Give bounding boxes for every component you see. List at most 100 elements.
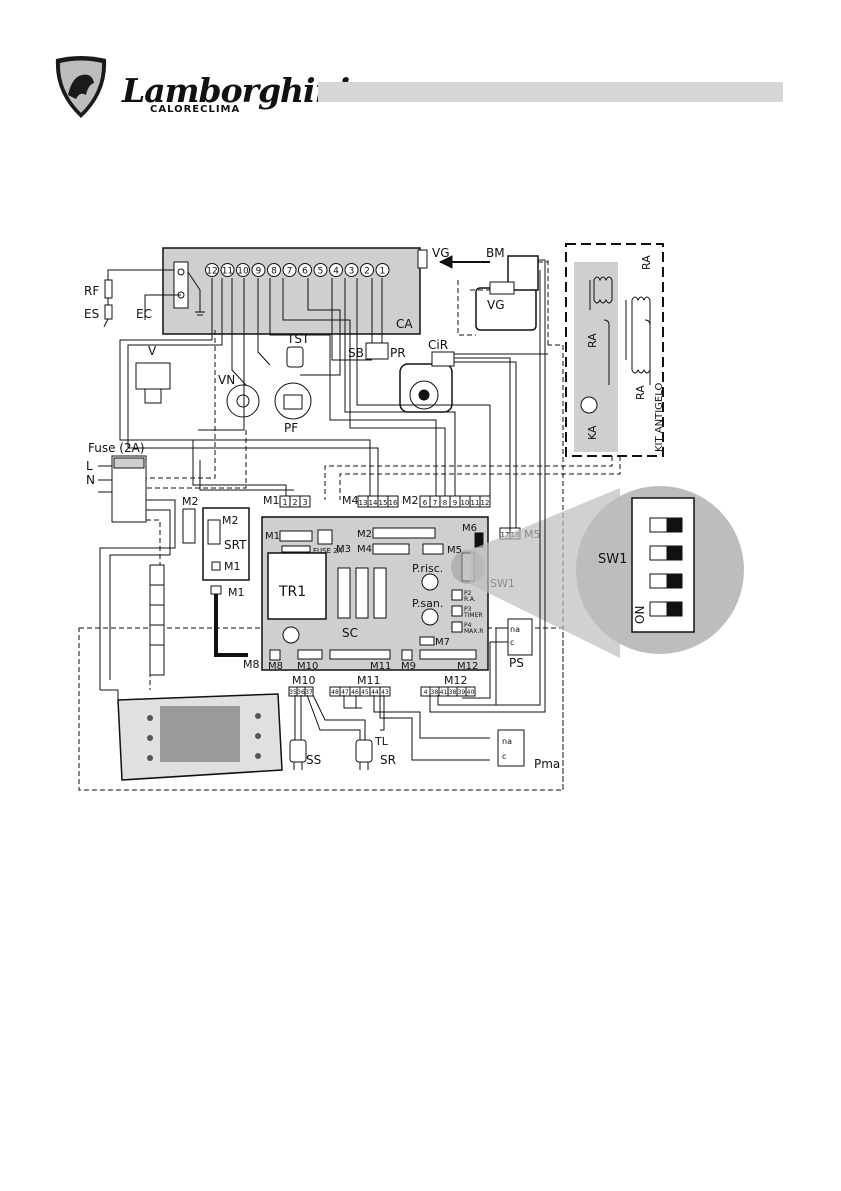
terminal-number: 13 <box>359 499 368 507</box>
label-ss: SS <box>306 753 321 767</box>
ca-terminal-number: 5 <box>318 267 324 277</box>
terminal <box>304 686 314 697</box>
label-m4-top: M4 <box>342 494 359 507</box>
label-p2: P2 <box>464 590 472 597</box>
ca-terminal-number: 6 <box>302 267 308 277</box>
control-box-ca <box>162 247 421 335</box>
label-es: ES <box>84 307 99 321</box>
dip-switch-knob <box>666 573 683 589</box>
ca-terminal <box>220 263 235 277</box>
label-tl: TL <box>374 735 389 748</box>
page-header: Lamborghini CALORECLIMA <box>0 0 841 140</box>
transformer-tr1 <box>267 552 327 620</box>
label-m12-bottom: M12 <box>444 674 468 687</box>
terminal-number: 40 <box>467 689 475 696</box>
label-p4b: MAX.R <box>464 628 483 635</box>
label-kit-antigelo: KIT ANTIGELO <box>654 383 665 452</box>
remote-control-panel <box>117 693 283 781</box>
label-sr: SR <box>380 753 396 767</box>
brand-name: Lamborghini <box>122 71 350 110</box>
label-m2-top: M2 <box>402 494 419 507</box>
label-ra-2: RA <box>586 333 599 348</box>
label-pma-na: na <box>502 737 512 746</box>
label-ca: CA <box>396 317 413 331</box>
ca-terminal-number: 3 <box>349 267 355 277</box>
label-ra-1: RA <box>640 255 653 270</box>
label-pma: Pma <box>534 757 560 771</box>
label-m8-board: M8 <box>268 661 283 672</box>
terminal-number: 43 <box>381 689 389 696</box>
label-m10-bottom: M10 <box>292 674 316 687</box>
label-v: V <box>148 344 157 358</box>
kit-inner-panel <box>574 262 618 452</box>
ca-connector <box>417 249 428 269</box>
label-sw1: SW1 <box>598 552 627 567</box>
dip-switch-knob <box>666 545 683 561</box>
ca-terminal-number: 7 <box>287 267 293 277</box>
terminal-number: 38 <box>431 689 439 696</box>
thermostat-tst <box>286 346 304 368</box>
terminal-number: 17 <box>501 531 510 539</box>
terminal-number: 16 <box>389 499 398 507</box>
label-rf: RF <box>84 284 99 298</box>
heater-ra-1 <box>589 276 613 310</box>
terminal <box>379 686 391 697</box>
label-m7-board: M7 <box>435 637 450 648</box>
ca-terminal <box>375 263 390 277</box>
label-m11-board: M11 <box>370 661 391 672</box>
label-p4: P4 <box>464 622 472 629</box>
label-m4-board: M4 <box>357 544 372 555</box>
pressure-switch-pma <box>497 729 525 767</box>
board-capacitor <box>282 626 300 644</box>
label-m9-board: M9 <box>401 661 416 672</box>
label-m11-bottom: M11 <box>357 674 381 687</box>
sensor-sb-pr <box>365 342 389 360</box>
ca-terminal <box>205 263 219 277</box>
dip-switch-bank <box>649 517 683 617</box>
ca-terminal <box>267 263 281 277</box>
ca-terminal-number: 8 <box>271 267 277 277</box>
label-m10-board: M10 <box>297 661 318 672</box>
label-p3: P3 <box>464 606 472 613</box>
label-p3b: TIMER <box>463 612 483 619</box>
label-fuse2a: FUSE 2A <box>313 547 343 555</box>
srt-cable <box>214 590 248 657</box>
heater-ra-3 <box>603 319 651 385</box>
terminal-number: 48 <box>331 689 339 696</box>
ca-terminal <box>344 263 359 277</box>
terminal-number: 38 <box>449 689 457 696</box>
label-pr: PR <box>390 346 406 360</box>
label-vg-arrow: VG <box>432 246 450 260</box>
label-pf: PF <box>284 421 298 435</box>
ca-terminal-number: 2 <box>364 267 370 277</box>
ca-terminal <box>313 263 328 277</box>
terminal-number: 8 <box>443 499 447 507</box>
label-m6-board: M6 <box>462 523 477 534</box>
label-ps-na: na <box>510 625 520 634</box>
label-ec: EC <box>136 307 152 321</box>
valve-v <box>135 362 171 390</box>
label-tr1: TR1 <box>278 584 306 600</box>
terminal-number: 10 <box>461 499 470 507</box>
label-m3-board: M3 <box>336 544 351 555</box>
label-tst: TST <box>286 332 310 346</box>
label-vn: VN <box>218 373 235 387</box>
label-ra-3: RA <box>634 385 647 400</box>
ca-terminal-number: 11 <box>222 267 233 277</box>
label-m1-top: M1 <box>263 494 280 507</box>
ca-terminal-number: 12 <box>206 267 217 277</box>
label-sc: SC <box>342 626 358 640</box>
ca-terminal-number: 4 <box>333 267 339 277</box>
label-vg-body: VG <box>487 298 505 312</box>
label-psan: P.san. <box>412 597 443 610</box>
label-bm: BM <box>486 246 505 260</box>
terminal-number: 7 <box>433 499 437 507</box>
terminal-number: 35 <box>289 689 297 696</box>
label-m12-board: M12 <box>457 661 478 672</box>
label-srt-m1: M1 <box>224 560 241 573</box>
ca-terminal <box>329 263 343 277</box>
